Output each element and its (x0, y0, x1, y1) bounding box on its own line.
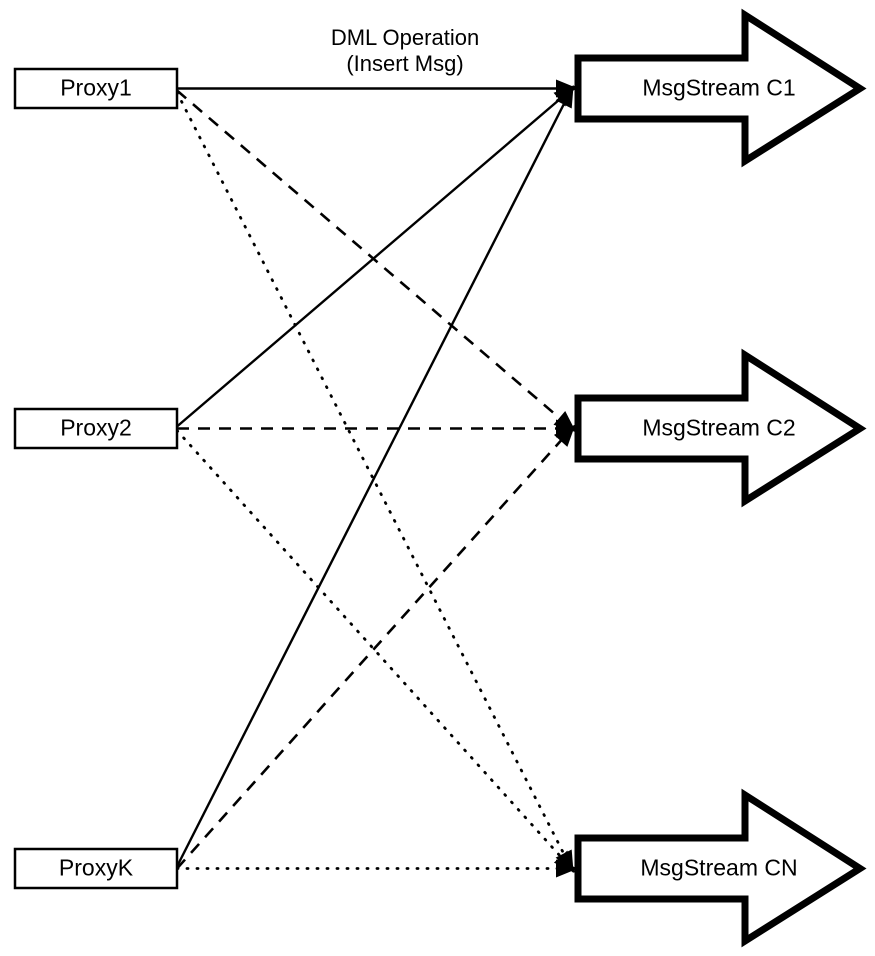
proxy2-label: Proxy2 (60, 415, 132, 441)
edge-proxyk-c2 (176, 429, 571, 870)
proxy1-label: Proxy1 (60, 75, 132, 101)
streams-layer: MsgStream C1 MsgStream C2 MsgStream CN (574, 8, 867, 948)
edge-proxy2-cn (175, 429, 572, 869)
proxyk-label: ProxyK (59, 855, 134, 881)
stream_c1-label: MsgStream C1 (642, 75, 795, 101)
proxyk[interactable]: ProxyK (13, 847, 179, 890)
stream_cn-shape (574, 788, 867, 948)
stream_cn[interactable]: MsgStream CN (574, 788, 867, 948)
edge-proxyk-c1 (175, 91, 572, 868)
stream_cn-label: MsgStream CN (640, 855, 797, 881)
proxy2-box (13, 407, 179, 450)
edges-layer (175, 87, 572, 870)
stream_c2-shape (574, 348, 867, 508)
stream_c2[interactable]: MsgStream C2 (574, 348, 867, 508)
stream_c2-label: MsgStream C2 (642, 415, 795, 441)
labels-layer: DML Operation (Insert Msg) (331, 25, 479, 76)
proxyk-box (13, 847, 179, 890)
edge-proxyk-c2-arrowhead (553, 424, 576, 447)
proxy1-box (13, 67, 179, 110)
edge-proxyk-cn-arrowhead (556, 859, 578, 878)
proxy2[interactable]: Proxy2 (13, 407, 179, 450)
proxy1[interactable]: Proxy1 (13, 67, 179, 110)
edge-proxyk-c1-arrowhead (555, 84, 574, 109)
stream_c1-shape (574, 8, 867, 168)
dml-operation-label-line1: DML Operation (331, 25, 479, 50)
arrowheads-layer (553, 79, 578, 878)
edge-proxy2-c1 (176, 89, 571, 428)
stream_c1[interactable]: MsgStream C1 (574, 8, 867, 168)
dml-operation-label-line2: (Insert Msg) (346, 51, 463, 76)
